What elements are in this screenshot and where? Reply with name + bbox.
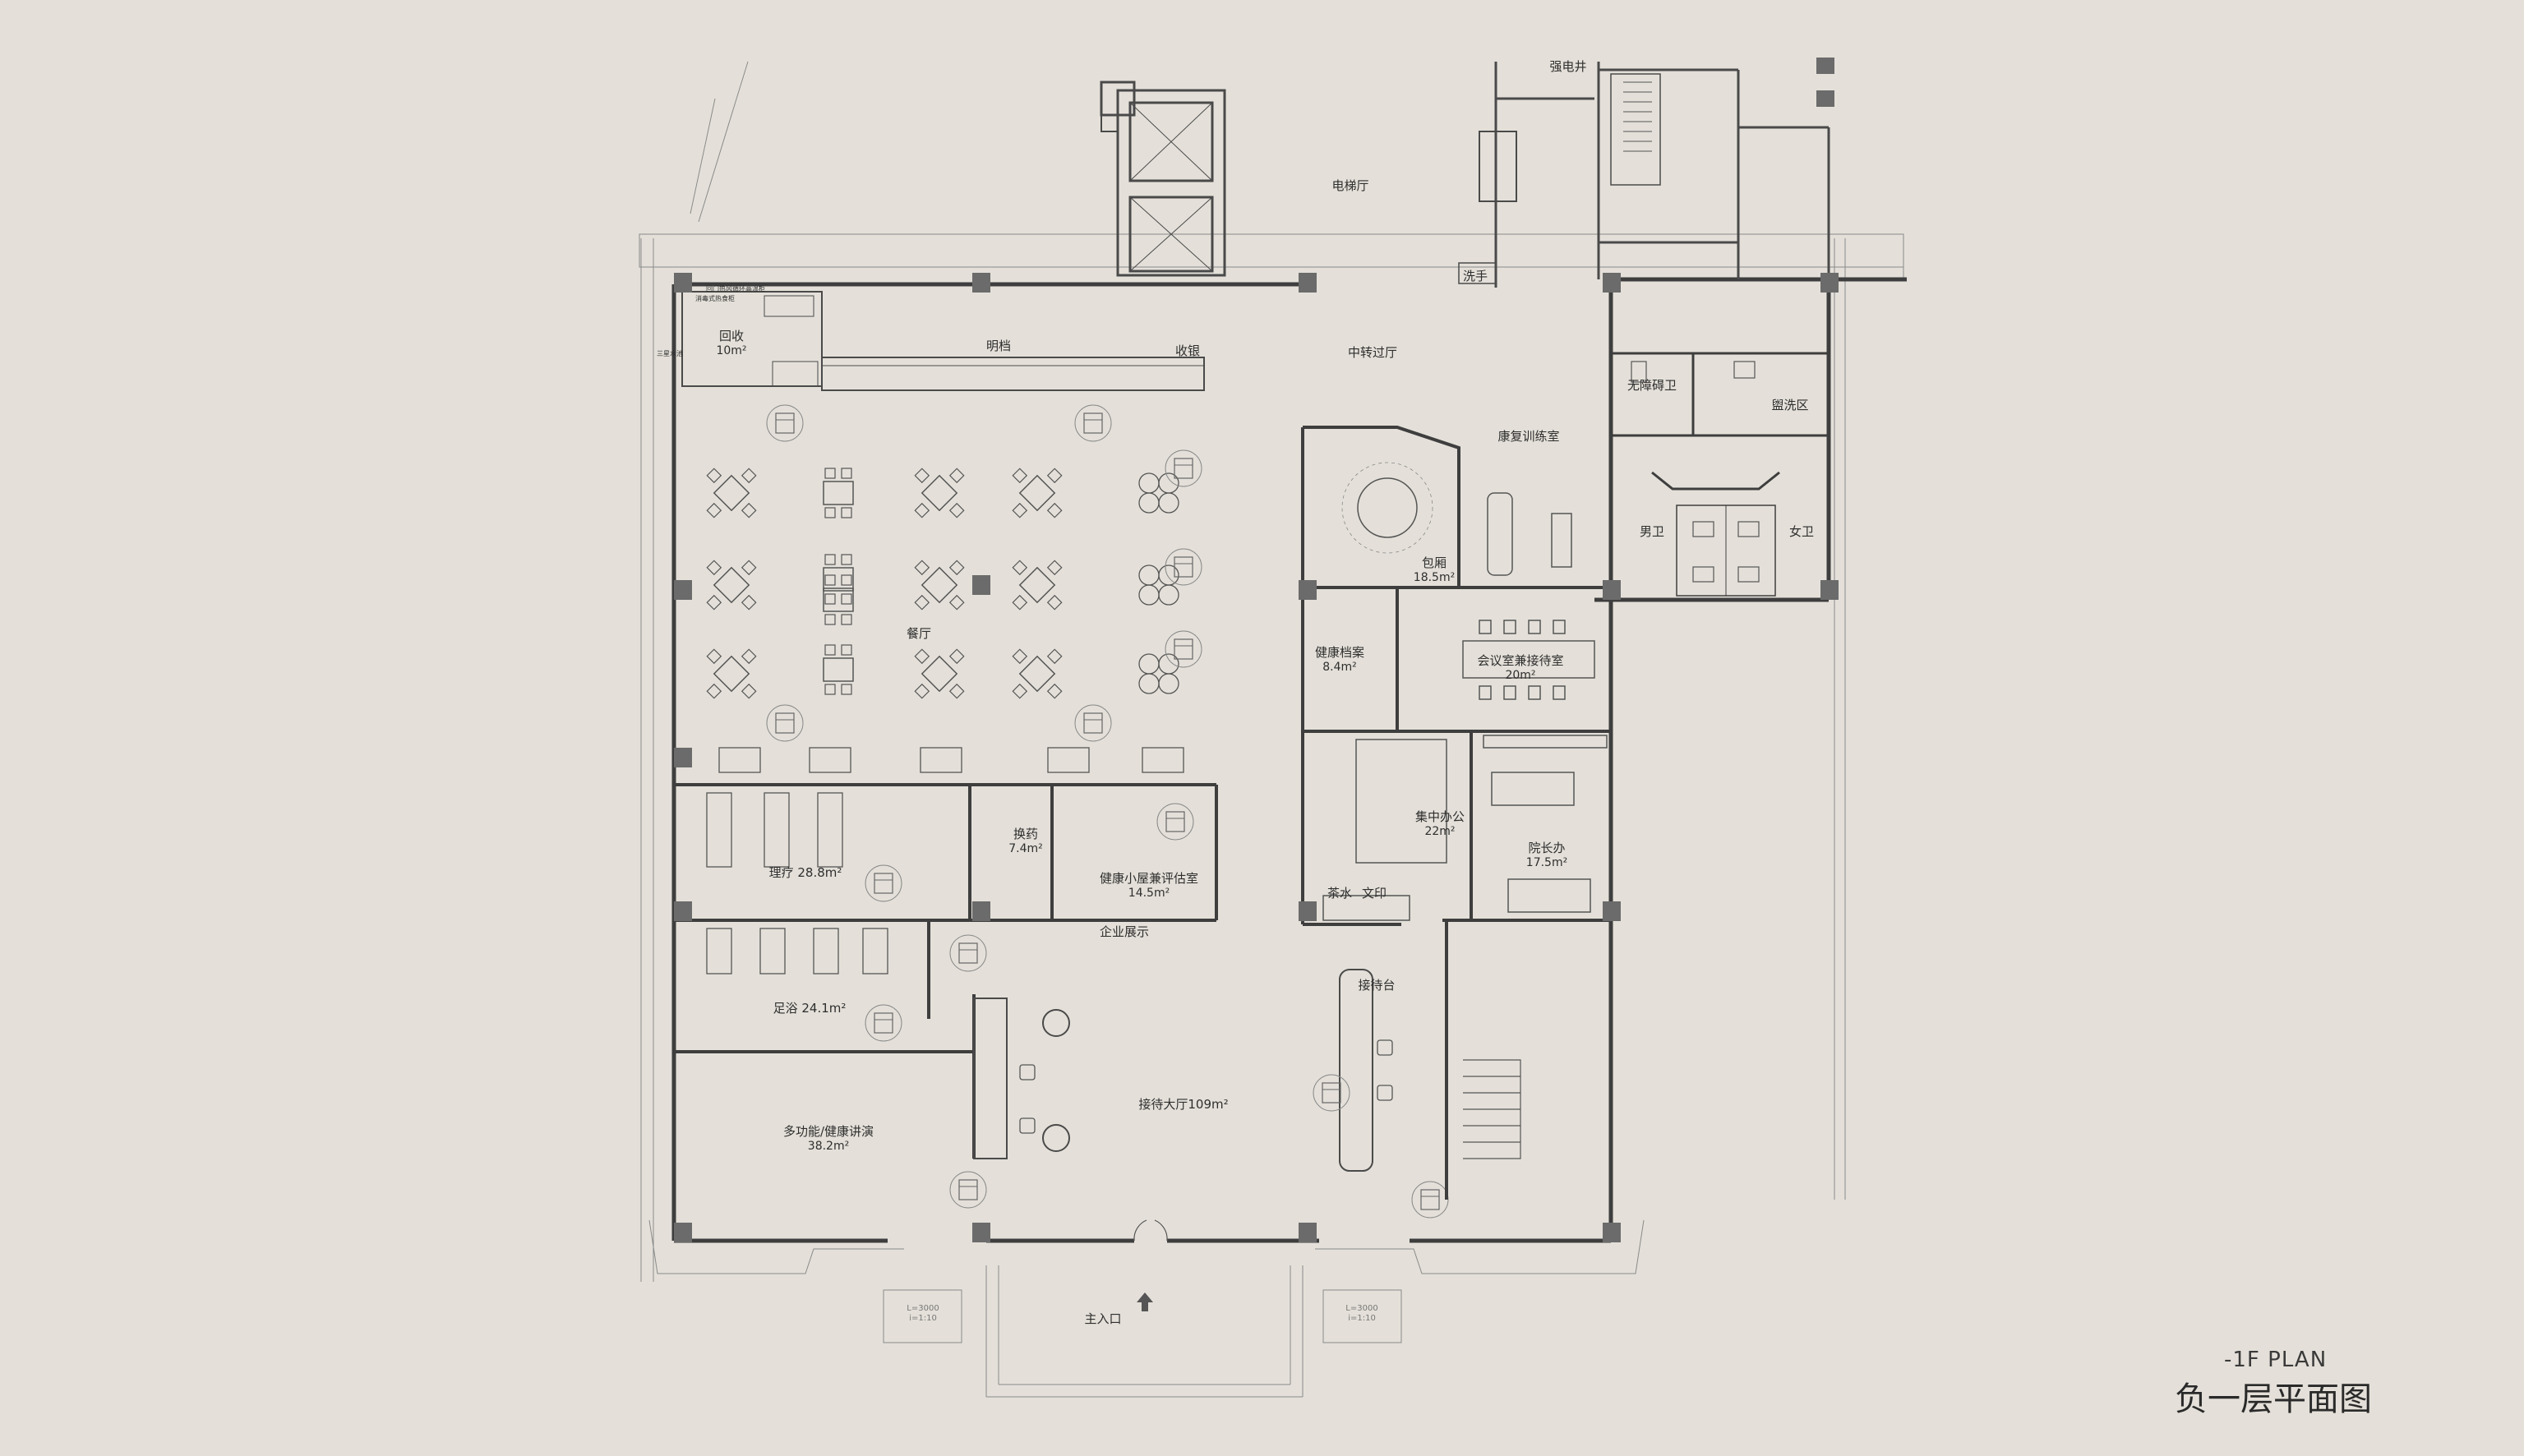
stair-icon xyxy=(1463,1059,1521,1159)
kitchen-counter xyxy=(681,291,1205,391)
room-area: 20m² xyxy=(1505,669,1536,682)
room-name: 健康小屋兼评估室 xyxy=(1099,871,1199,886)
ramp-slope: i=1:10 xyxy=(1348,1314,1376,1323)
room-label-reception-hall: 接待大厅109m² xyxy=(1138,1097,1229,1112)
room-area: 18.5m² xyxy=(1413,571,1456,584)
room-label-main-entrance: 主入口 xyxy=(1084,1311,1122,1326)
meeting-table xyxy=(1322,620,1608,921)
ramp-length: L=3000 xyxy=(1345,1304,1378,1313)
room-label-wash-area: 盥洗区 xyxy=(1771,398,1809,412)
exterior-walls xyxy=(671,277,1907,1243)
room-area: 22m² xyxy=(1424,825,1456,838)
room-label-corporate-display: 企业展示 xyxy=(1099,924,1150,939)
equipment-note-2: 消毒式热食柜 xyxy=(695,295,735,302)
therapy-walls xyxy=(674,783,1218,1159)
room-label-transfer-hall: 中转过厅 xyxy=(1347,345,1398,360)
room-label-stationery: 文印 xyxy=(1361,886,1387,901)
room-name: 集中办公 xyxy=(1414,809,1465,824)
dining-tables xyxy=(706,404,1202,742)
room-label-foot-bath: 足浴 24.1m² xyxy=(773,1001,847,1016)
room-label-open-kitchen: 明档 xyxy=(985,339,1012,353)
room-name: 多功能/健康讲演 xyxy=(782,1124,874,1139)
room-label-reception-desk: 接待台 xyxy=(1358,978,1396,993)
room-area: 8.4m² xyxy=(1322,661,1357,674)
room-area: 38.2m² xyxy=(807,1140,850,1153)
room-area: 17.5m² xyxy=(1525,856,1568,869)
room-label-cashier: 收银 xyxy=(1174,343,1201,358)
equipment-note-3: 三星水池 xyxy=(657,350,683,357)
room-area: 7.4m² xyxy=(1008,842,1043,855)
round-table-icon xyxy=(1341,462,1433,554)
room-label-rehab: 康复训练室 xyxy=(1497,429,1560,444)
room-label-elevator-hall: 电梯厅 xyxy=(1331,178,1369,193)
room-label-therapy: 理疗 28.8m² xyxy=(768,865,842,880)
room-label-male-wc: 男卫 xyxy=(1639,524,1665,539)
ramp-length: L=3000 xyxy=(907,1304,939,1313)
entrance-doors xyxy=(1133,1219,1168,1242)
room-label-tea: 茶水 xyxy=(1327,886,1353,901)
room-area: 14.5m² xyxy=(1128,887,1170,900)
room-area: 10m² xyxy=(716,344,747,357)
room-label-power-room: 强电井 xyxy=(1549,59,1587,74)
office-walls xyxy=(1301,353,1613,1200)
room-label-dining: 餐厅 xyxy=(906,626,932,641)
stair-icon xyxy=(1623,81,1652,152)
elevator-icon xyxy=(1100,81,1226,277)
wc-walls xyxy=(1611,352,1829,597)
room-name: 健康档案 xyxy=(1314,645,1365,660)
plan-title-cn: 负一层平面图 xyxy=(2175,1380,2372,1418)
plan-title-en: -1F PLAN xyxy=(2224,1348,2328,1372)
room-label-wash-basin: 洗手 xyxy=(1462,269,1488,283)
rehab-equipment xyxy=(1487,492,1572,576)
therapy-beds xyxy=(706,747,1184,975)
room-label-accessible-wc: 无障碍卫 xyxy=(1627,378,1677,393)
room-label-female-wc: 女卫 xyxy=(1788,524,1815,539)
column-icon xyxy=(674,273,1839,1242)
equipment-note-1: 回门热风循环高温柜 xyxy=(706,285,765,293)
upper-right-rooms xyxy=(1458,58,1834,288)
room-name: 会议室兼接待室 xyxy=(1477,653,1564,668)
wc-fixtures xyxy=(1631,361,1760,583)
room-name: 院长办 xyxy=(1528,841,1566,855)
room-name: 包厢 xyxy=(1421,555,1447,570)
room-name: 回收 xyxy=(718,329,745,343)
room-name: 换药 xyxy=(1013,827,1039,841)
ramp-slope: i=1:10 xyxy=(909,1314,937,1323)
reception-desk-area xyxy=(865,803,1449,1219)
entrance-arrow-icon xyxy=(1137,1292,1153,1311)
site-lines xyxy=(639,61,1904,1398)
